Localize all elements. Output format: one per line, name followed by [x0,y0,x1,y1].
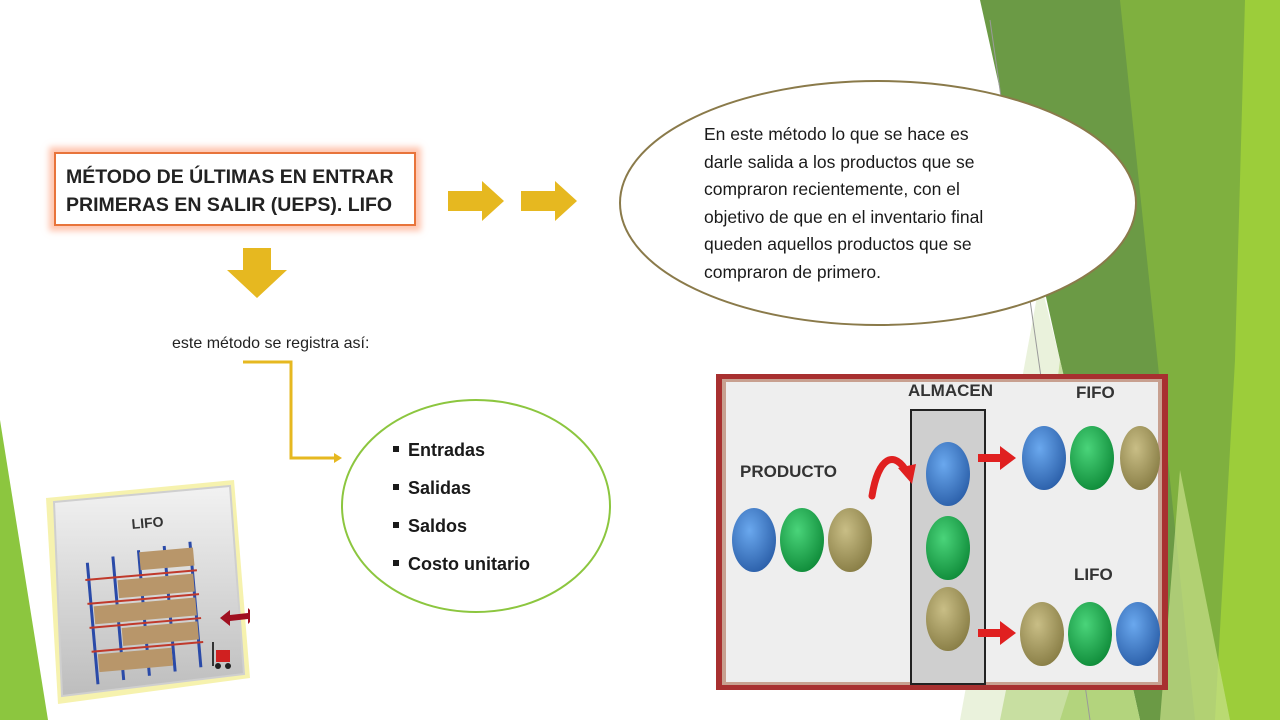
down-arrow [227,248,287,298]
producto-ball-green [780,508,824,572]
square-bullet-icon [393,484,399,491]
list-ellipse [341,399,611,613]
elbow-connector [243,360,338,460]
lifo-warehouse-card: LIFO [46,480,250,704]
forklift-icon [212,642,231,669]
list-item: Saldos [393,512,530,550]
almacen-ball-khaki [926,587,970,651]
producto-label: PRODUCTO [740,462,837,481]
list-item-label: Entradas [408,440,486,460]
producto-ball-khaki [828,508,872,572]
rack-structure [85,541,204,685]
list-item: Costo unitario [393,550,530,588]
explanation-text: En este método lo que se hace es darle sa… [704,121,1074,286]
lifo-card-label: LIFO [131,513,164,532]
right-arrow-1 [448,181,504,221]
fifo-red-arrow [978,446,1016,470]
square-bullet-icon [393,560,399,567]
fifo-ball-khaki [1120,426,1160,490]
almacen-ball-green [926,516,970,580]
almacen-label: ALMACEN [908,381,993,400]
right-arrow-2 [521,181,577,221]
curved-red-arrowhead [898,464,916,484]
list-item: Salidas [393,474,530,512]
bg-left-green [0,420,48,720]
square-bullet-icon [393,446,399,453]
bg-shape-pale-right [1160,470,1230,720]
explanation-line: darle salida a los productos que se [704,151,975,172]
explanation-line: En este método lo que se hace es [704,124,969,144]
bg-shape-lime [1215,0,1280,720]
explanation-line: queden aquellos productos que se [704,234,972,254]
square-bullet-icon [393,522,399,529]
lifo-label: LIFO [1074,565,1113,584]
title-box: MÉTODO DE ÚLTIMAS EN ENTRAR PRIMERAS EN … [54,152,416,226]
fifo-ball-green [1070,426,1114,490]
title-line-2: PRIMERAS EN SALIR (UEPS). LIFO [66,194,393,216]
elbow-connector-head [334,453,342,463]
lifo-ball-green [1068,602,1112,666]
lifo-ball-khaki [1020,602,1064,666]
producto-ball-blue [732,508,776,572]
fifo-ball-blue [1022,426,1066,490]
lifo-red-arrow [978,621,1016,645]
list-item-label: Costo unitario [408,554,530,574]
list-item-label: Salidas [408,478,472,498]
list-item: Entradas [393,436,530,474]
registra-label: este método se registra así: [172,335,370,352]
almacen-ball-blue [926,442,970,506]
fifo-label: FIFO [1076,383,1115,402]
title-line-1: MÉTODO DE ÚLTIMAS EN ENTRAR [66,166,394,188]
explanation-line: compraron de primero. [704,261,882,282]
double-arrow-icon [220,608,250,626]
explanation-line: objetivo de que en el inventario final [704,206,984,227]
explanation-ellipse [619,80,1137,326]
list-item-label: Saldos [408,516,468,536]
fifo-lifo-diagram: PRODUCTO ALMACEN FIFO LIFO [716,374,1168,690]
explanation-line: compraron recientemente, con el [704,179,960,199]
lifo-ball-blue [1116,602,1160,666]
